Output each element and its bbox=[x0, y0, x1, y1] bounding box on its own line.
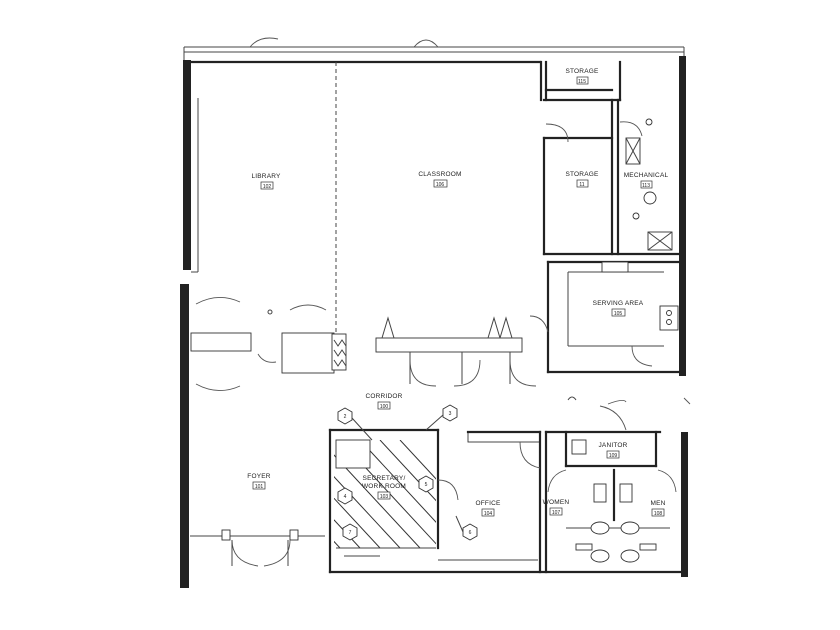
svg-text:3: 3 bbox=[449, 411, 452, 417]
marker-3: 3 bbox=[442, 404, 458, 422]
room-label-storage: STORAGE bbox=[565, 171, 599, 178]
library-classroom-walls bbox=[189, 60, 680, 340]
room-women: WOMEN 107 bbox=[543, 430, 670, 574]
marker-5: 5 bbox=[418, 475, 434, 493]
room-label-library: LIBRARY bbox=[251, 173, 281, 180]
marker-2: 2 bbox=[337, 407, 353, 425]
room-number-corridor: 100 bbox=[380, 404, 389, 410]
svg-text:7: 7 bbox=[349, 530, 352, 536]
room-label-secretary-2: WORK ROOM bbox=[362, 483, 406, 490]
north-wall bbox=[183, 37, 685, 60]
east-wall bbox=[679, 56, 688, 577]
west-wall bbox=[180, 60, 191, 588]
room-serving-area: SERVING AREA 105 bbox=[529, 260, 680, 374]
room-storage: STORAGE 11 bbox=[565, 171, 599, 188]
room-classroom: CLASSROOM 106 bbox=[418, 171, 461, 188]
room-number-men: 108 bbox=[654, 511, 663, 517]
room-janitor: JANITOR 109 bbox=[544, 405, 662, 468]
svg-text:6: 6 bbox=[469, 530, 472, 536]
room-corridor: CORRIDOR 100 bbox=[366, 393, 403, 410]
marker-6: 6 bbox=[462, 523, 478, 541]
room-library: LIBRARY 102 bbox=[251, 173, 281, 190]
room-number-mechanical: 113 bbox=[642, 183, 650, 189]
room-label-office: OFFICE bbox=[475, 500, 500, 507]
marker-7: 7 bbox=[342, 523, 358, 541]
room-number-storage: 11 bbox=[579, 182, 584, 188]
svg-text:2: 2 bbox=[344, 414, 347, 420]
room-label-secretary-1: SECRETARY/ bbox=[363, 475, 406, 482]
room-office: OFFICE 104 bbox=[438, 430, 542, 574]
room-number-classroom: 106 bbox=[436, 182, 445, 188]
room-label-corridor: CORRIDOR bbox=[366, 393, 403, 400]
room-number-library: 102 bbox=[263, 184, 272, 190]
room-mechanical: MECHANICAL 113 bbox=[624, 118, 673, 251]
corridor-partitions bbox=[190, 297, 537, 391]
room-number-secretary: 103 bbox=[380, 494, 389, 500]
corridor-door-swings bbox=[267, 309, 691, 405]
room-label-classroom: CLASSROOM bbox=[418, 171, 461, 178]
section-markers: 2 3 4 5 6 7 bbox=[337, 404, 478, 541]
room-label-mechanical: MECHANICAL bbox=[624, 172, 669, 179]
room-number-women: 107 bbox=[552, 510, 561, 516]
room-label-men: MEN bbox=[650, 500, 665, 507]
room-men: MEN 108 bbox=[619, 469, 677, 563]
room-foyer: FOYER 101 bbox=[190, 473, 325, 567]
room-storage-top: STORAGE 115 bbox=[544, 68, 614, 92]
room-number-storage-top: 115 bbox=[578, 79, 586, 85]
room-secretary: SECRETARY/ WORK ROOM 103 bbox=[328, 428, 682, 574]
room-label-storage-top: STORAGE bbox=[565, 68, 599, 75]
room-label-women: WOMEN bbox=[543, 499, 570, 506]
room-label-foyer: FOYER bbox=[247, 473, 270, 480]
room-label-serving: SERVING AREA bbox=[593, 300, 644, 307]
room-number-foyer: 101 bbox=[255, 484, 264, 490]
marker-4: 4 bbox=[337, 487, 353, 505]
svg-text:5: 5 bbox=[425, 482, 428, 488]
room-number-janitor: 109 bbox=[609, 453, 618, 459]
svg-text:4: 4 bbox=[344, 494, 347, 500]
room-number-serving: 105 bbox=[614, 311, 623, 317]
room-label-janitor: JANITOR bbox=[598, 442, 627, 449]
room-number-office: 104 bbox=[484, 511, 493, 517]
